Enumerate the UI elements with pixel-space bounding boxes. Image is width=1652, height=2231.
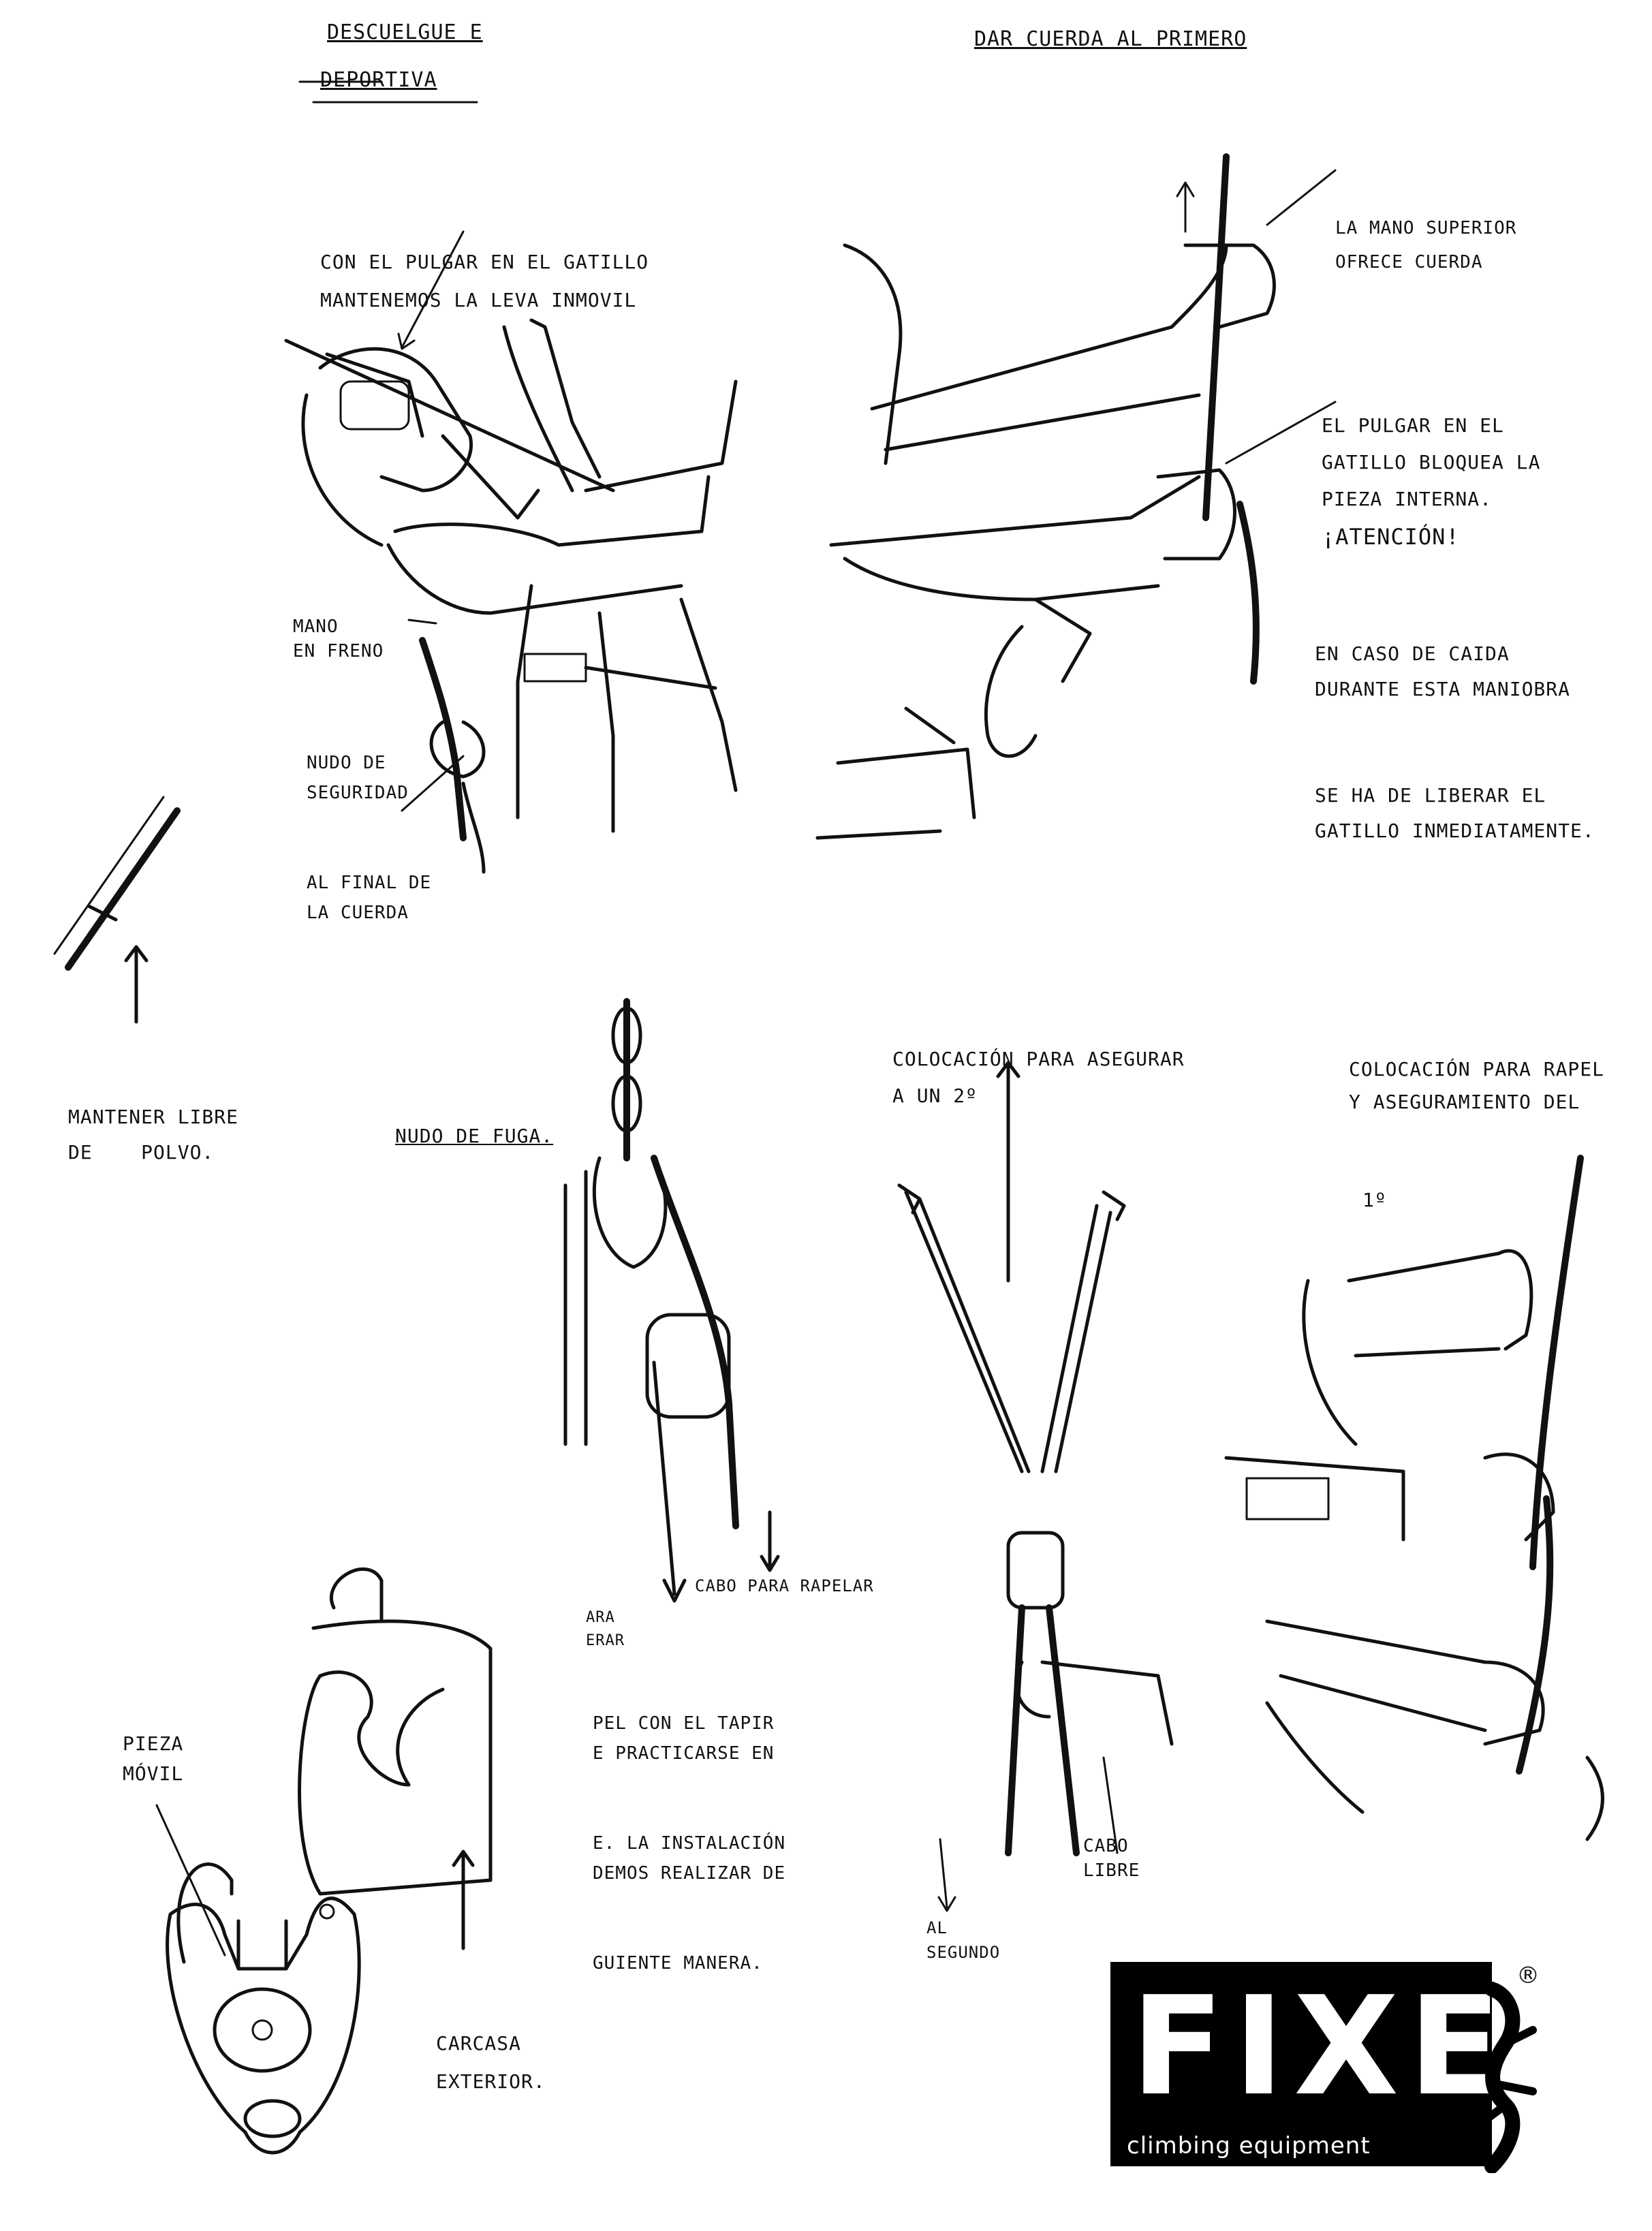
belay-descent-illustration (284, 318, 738, 874)
label-attention-title: ¡ATENCIÓN! (1322, 524, 1460, 550)
label-escape-knot: NUDO DE FUGA. (395, 1125, 554, 1147)
device-diagram-illustration (155, 1567, 493, 2155)
belay-second-illustration (897, 1061, 1174, 1856)
rappel-first-illustration (1224, 1155, 1604, 1841)
title-sport-descent-line1: DESCUELGUE E (327, 20, 483, 44)
logo-wordmark: FIXE (1131, 1967, 1511, 2126)
title-give-rope: DAR CUERDA AL PRIMERO (974, 27, 1247, 51)
annotation-arrows (397, 169, 1337, 1912)
fixe-logo: FIXE climbing equipment ® (1110, 1962, 1546, 2173)
label-rappel-rope: CABO PARA RAPELAR (695, 1576, 874, 1595)
rope-fragment-illustration (53, 796, 181, 1024)
escape-knot-illustration (563, 998, 780, 1603)
gecko-icon (1474, 1982, 1537, 2173)
logo-tagline: climbing equipment (1127, 2132, 1371, 2159)
registered-mark: ® (1516, 1962, 1540, 1989)
give-rope-illustration (815, 153, 1276, 840)
logo-black-box: FIXE climbing equipment (1110, 1962, 1501, 2166)
title-sport-descent-line2: DEPORTIVA (320, 68, 437, 92)
